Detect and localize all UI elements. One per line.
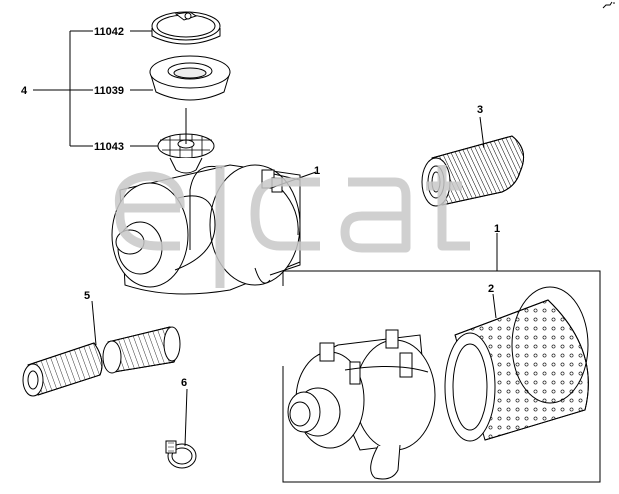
callout-2: 2 (488, 283, 494, 295)
cap-11042 (151, 11, 221, 45)
callout-1-right: 1 (494, 223, 500, 235)
callout-2-leader (492, 293, 497, 319)
elcats-watermark-logo (114, 165, 470, 288)
assembly-1-frame (282, 233, 601, 483)
callout-11043: 11043 (94, 141, 124, 153)
callout-4: 4 (21, 85, 28, 97)
callout-11039: 11039 (94, 85, 124, 97)
callout-3-leader (479, 116, 485, 149)
callout-1-top: 1 (314, 165, 320, 177)
clamp-6 (165, 440, 197, 469)
callout-3: 3 (477, 104, 483, 116)
callout-11042: 11042 (94, 26, 124, 38)
hoses-5 (22, 326, 181, 397)
callout-6-leader (184, 388, 188, 447)
air-cleaner-assembly (287, 329, 436, 480)
ring-11039 (149, 55, 231, 101)
fine-filter-3 (421, 135, 525, 207)
callout-5: 5 (84, 290, 90, 302)
corner-mark-icon (602, 1, 615, 9)
callout-4-bracket (33, 30, 158, 147)
callout-6: 6 (181, 377, 187, 389)
callout-5-leader (91, 300, 97, 346)
valve-11043 (157, 108, 215, 174)
main-filter-2 (444, 286, 589, 442)
